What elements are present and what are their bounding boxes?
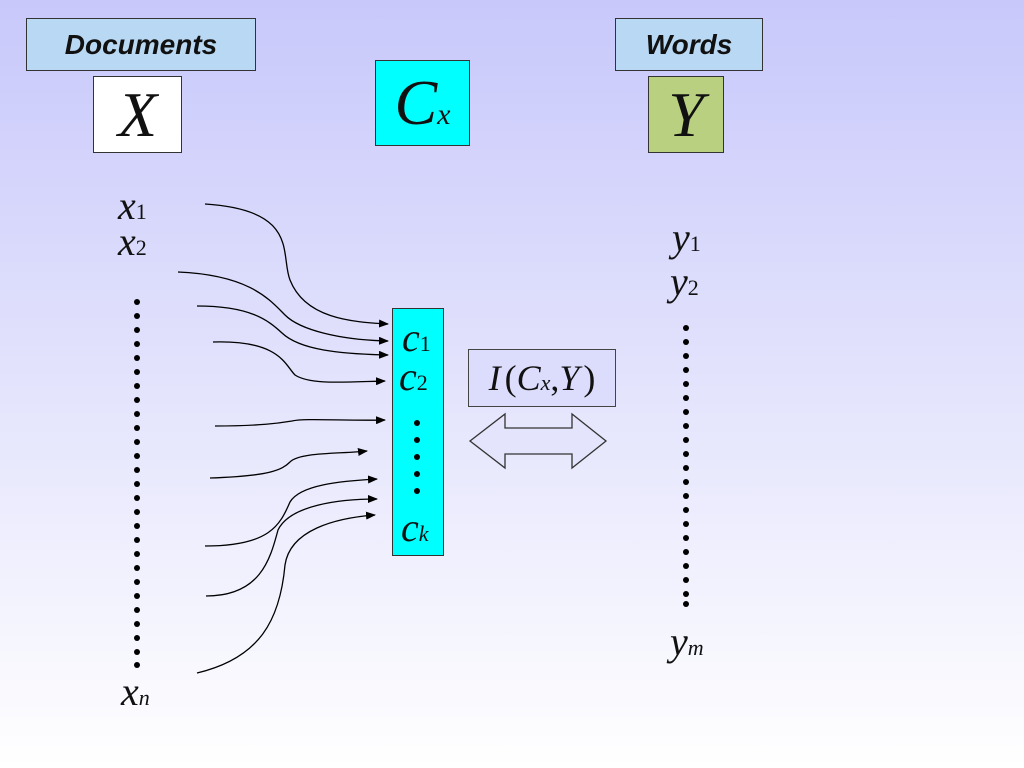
mutual-information-label: I(Cx,Y) <box>488 358 596 398</box>
clusters-box <box>392 308 444 556</box>
documents-header: Documents <box>26 18 256 71</box>
arrow-2 <box>177 271 389 345</box>
x-variable: X <box>117 78 158 150</box>
arrow-4 <box>212 341 386 386</box>
cluster-ck: ck <box>401 505 429 550</box>
cluster-c2: c2 <box>399 354 428 399</box>
cluster-c1: c1 <box>402 315 431 360</box>
x-variable-box: X <box>93 76 182 153</box>
words-label: Words <box>645 28 733 60</box>
arrow-8 <box>205 495 378 597</box>
arrow-6 <box>209 448 368 479</box>
arrow-9 <box>196 511 376 674</box>
arrow-1 <box>204 203 389 328</box>
doc-x1: x1 <box>118 183 147 228</box>
y-variable-box: Y <box>648 76 724 153</box>
y-variable: Y <box>668 78 704 150</box>
word-ym: ym <box>670 619 704 664</box>
arrow-7 <box>204 475 378 547</box>
documents-label: Documents <box>64 28 218 60</box>
arrow-5 <box>214 416 386 427</box>
words-header: Words <box>615 18 763 71</box>
doc-x2: x2 <box>118 219 147 264</box>
arrow-3 <box>196 305 389 359</box>
doc-xn: xn <box>121 669 150 714</box>
word-y1: y1 <box>672 215 701 260</box>
mutual-information-box: I(Cx,Y) <box>468 349 616 407</box>
word-y2: y2 <box>670 259 699 304</box>
